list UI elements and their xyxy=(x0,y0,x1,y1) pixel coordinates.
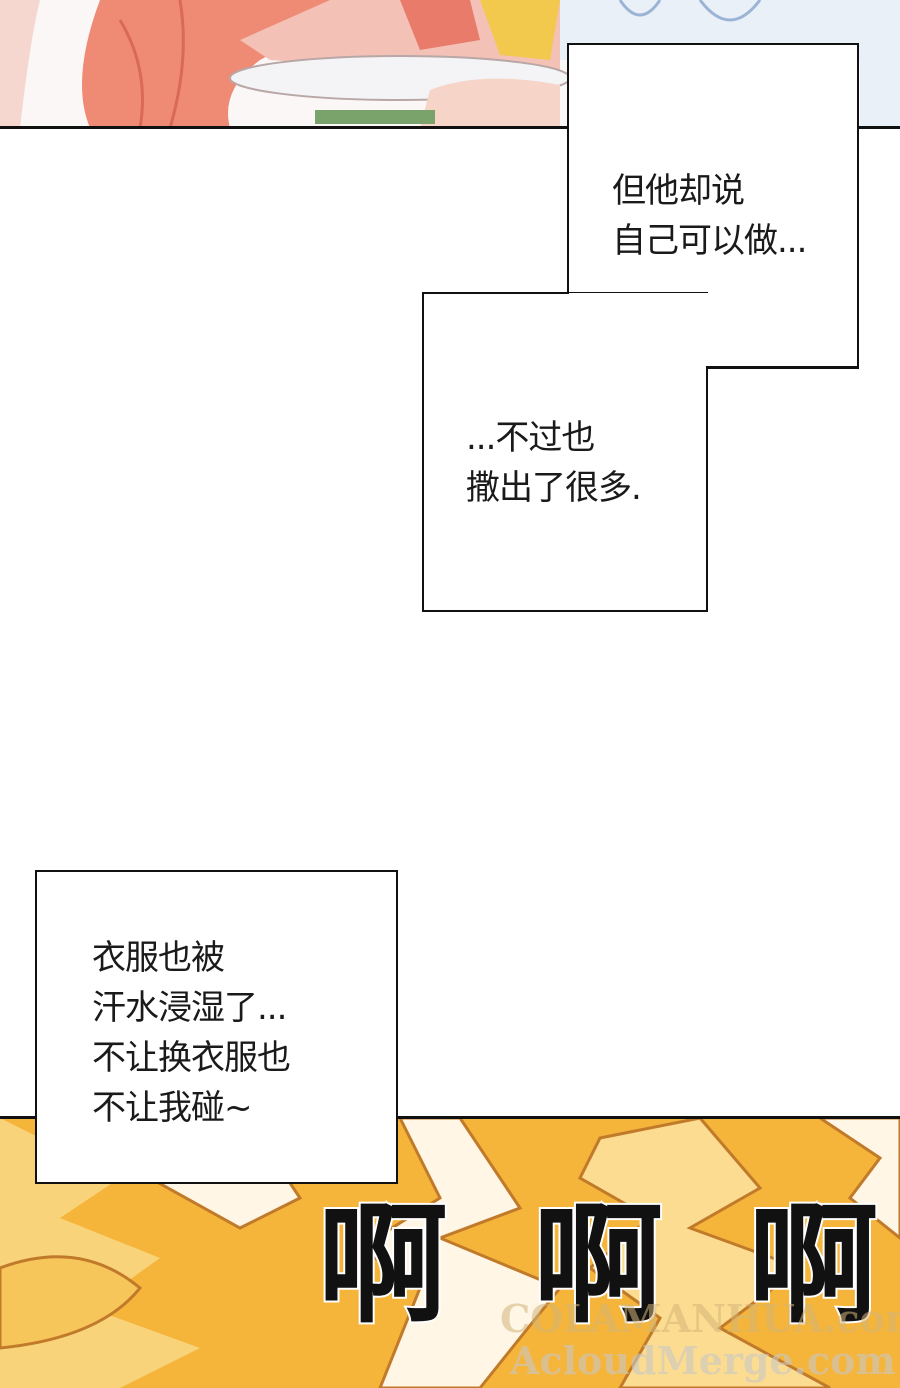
caption-2-line-1: ...不过也 xyxy=(466,418,595,458)
caption-2-line-2: 撒出了很多. xyxy=(466,468,642,508)
sound-effect-text: 啊 啊 啊 xyxy=(316,1189,899,1341)
watermark-line-1: COLAMANHUA.com xyxy=(500,1296,900,1341)
caption-box-joint xyxy=(569,293,857,367)
caption-1-line-2: 自己可以做... xyxy=(612,221,807,261)
watermark-line-2: AcloudMerge.com xyxy=(510,1338,896,1383)
caption-3-line-3: 不让换衣服也 xyxy=(92,1038,291,1078)
top-art-illustration xyxy=(0,0,900,128)
caption-3-line-2: 汗水浸湿了... xyxy=(92,988,287,1028)
caption-3-line-1: 衣服也被 xyxy=(92,938,225,978)
panel-divider-bottom xyxy=(0,1116,900,1119)
panel-divider-top xyxy=(0,126,900,129)
caption-1-line-1: 但他却说 xyxy=(612,171,745,211)
caption-box-joint-edge xyxy=(706,366,859,368)
top-art-panel xyxy=(0,0,900,128)
caption-3-line-4: 不让我碰~ xyxy=(92,1088,252,1128)
caption-box-3 xyxy=(35,870,398,1184)
